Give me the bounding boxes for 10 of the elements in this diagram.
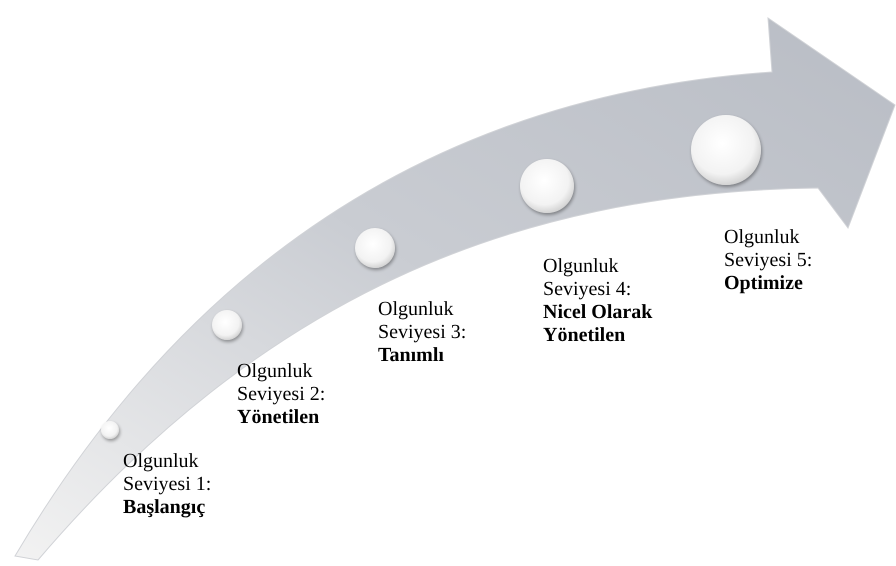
level-label: Olgunluk Seviyesi 5:: [724, 226, 814, 272]
level-name: Optimize: [724, 272, 804, 295]
level-name: Başlangıç: [123, 496, 206, 519]
level-name: Nicel Olarak Yönetilen: [543, 301, 654, 347]
level-label: Olgunluk Seviyesi 2:: [237, 360, 326, 406]
level-label: Olgunluk Seviyesi 1:: [123, 450, 212, 496]
level-name: Yönetilen: [237, 406, 320, 429]
level-label: Olgunluk Seviyesi 4:: [543, 255, 632, 301]
level-name: Tanımlı: [378, 344, 445, 367]
level-label: Olgunluk Seviyesi 3:: [378, 298, 468, 344]
